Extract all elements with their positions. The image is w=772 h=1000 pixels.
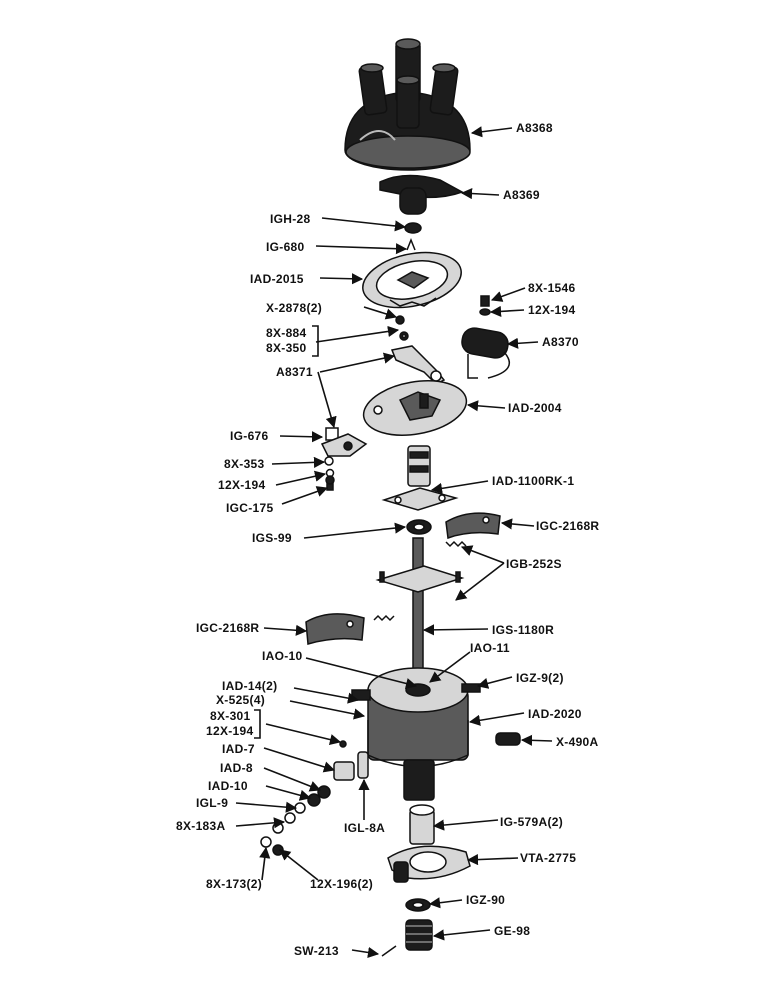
- label-X-490A: X-490A: [556, 735, 599, 749]
- washer: [324, 456, 334, 466]
- label-SW-213: SW-213: [294, 944, 339, 958]
- base-plate: [362, 380, 468, 436]
- label-A8368: A8368: [516, 121, 553, 135]
- advance-spring: [445, 540, 467, 548]
- label-IGC-2168R-left: IGC-2168R: [196, 621, 259, 635]
- label-IAD-7: IAD-7: [222, 742, 255, 756]
- rotor: [379, 174, 464, 215]
- part-labels: A8368 A8369 IGH-28 IG-680 IAD-2015 X-287…: [176, 121, 599, 958]
- label-A8370: A8370: [542, 335, 579, 349]
- thrust-washer-lower: [405, 898, 431, 912]
- drive-gear: [405, 919, 433, 951]
- terminal-insulator: [333, 761, 355, 781]
- label-8X-1546: 8X-1546: [528, 281, 575, 295]
- advance-spring-lower: [373, 614, 395, 622]
- label-8X-353: 8X-353: [224, 457, 265, 471]
- label-IGL-9: IGL-9: [196, 796, 228, 810]
- label-IAD-2004: IAD-2004: [508, 401, 562, 415]
- label-IG-680: IG-680: [266, 240, 305, 254]
- condenser: [461, 327, 510, 379]
- label-IGS-1180R: IGS-1180R: [492, 623, 554, 637]
- label-VTA-2775: VTA-2775: [520, 851, 576, 865]
- label-X-525: X-525(4): [216, 693, 265, 707]
- felt-wick: [404, 222, 422, 234]
- label-8X-350: 8X-350: [266, 341, 307, 355]
- leader-lines: [235, 126, 553, 959]
- label-IGZ-90: IGZ-90: [466, 893, 505, 907]
- grouping-bracket-884-350: [312, 325, 319, 357]
- label-IAD-8: IAD-8: [220, 761, 253, 775]
- screw-small: [325, 475, 335, 491]
- label-12X-194-low: 12X-194: [206, 724, 253, 738]
- cam-assembly: [381, 445, 459, 511]
- label-IAD-2015: IAD-2015: [250, 272, 304, 286]
- label-8X-173: 8X-173(2): [206, 877, 262, 891]
- bushing: [409, 804, 435, 845]
- main-shaft: [375, 537, 465, 679]
- label-8X-884: 8X-884: [266, 326, 307, 340]
- label-IAO-11: IAO-11: [470, 641, 510, 655]
- thrust-washer: [406, 519, 432, 535]
- label-A8371: A8371: [276, 365, 313, 379]
- label-8X-183A: 8X-183A: [176, 819, 225, 833]
- contact-arm: [390, 345, 446, 385]
- label-IG-579A: IG-579A(2): [500, 815, 563, 829]
- label-IGL-8A: IGL-8A: [344, 821, 385, 835]
- breaker-plate: [362, 251, 462, 309]
- label-IGC-175: IGC-175: [226, 501, 273, 515]
- terminal-nut-stack: [260, 785, 331, 856]
- distributor-cap: [344, 38, 471, 171]
- label-IGC-2168R-right: IGC-2168R: [536, 519, 599, 533]
- label-X-2878: X-2878(2): [266, 301, 322, 315]
- label-IAD-1100RK-1: IAD-1100RK-1: [492, 474, 574, 488]
- advance-weight-left: [305, 613, 365, 645]
- label-IAO-10: IAO-10: [262, 649, 303, 663]
- label-IGS-99: IGS-99: [252, 531, 292, 545]
- distributor-housing: [351, 667, 481, 801]
- advance-weight-right: [445, 512, 501, 540]
- gear-pin: [381, 945, 397, 957]
- label-12X-196: 12X-196(2): [310, 877, 373, 891]
- label-IGH-28: IGH-28: [270, 212, 311, 226]
- terminal-screw: [339, 740, 347, 748]
- label-IGB-252S: IGB-252S: [506, 557, 562, 571]
- label-IAD-14: IAD-14(2): [222, 679, 277, 693]
- terminal-bolt: [357, 751, 369, 779]
- label-IAD-10: IAD-10: [208, 779, 248, 793]
- label-12X-194-top: 12X-194: [528, 303, 575, 317]
- screw: [395, 315, 405, 325]
- grouping-bracket-301-194: [254, 709, 261, 739]
- label-12X-194-mid: 12X-194: [218, 478, 265, 492]
- label-IAD-2020: IAD-2020: [528, 707, 582, 721]
- screw-washer: [399, 331, 409, 341]
- label-8X-301: 8X-301: [210, 709, 251, 723]
- label-IG-676: IG-676: [230, 429, 269, 443]
- label-IGZ-9: IGZ-9(2): [516, 671, 564, 685]
- cam-follower-bracket: [320, 427, 368, 457]
- oiler-cap: [495, 732, 521, 746]
- condenser-screw: [479, 295, 491, 316]
- retainer-clip: [406, 237, 416, 251]
- hold-down-clamp: [387, 845, 471, 883]
- label-GE-98: GE-98: [494, 924, 530, 938]
- label-A8369: A8369: [503, 188, 540, 202]
